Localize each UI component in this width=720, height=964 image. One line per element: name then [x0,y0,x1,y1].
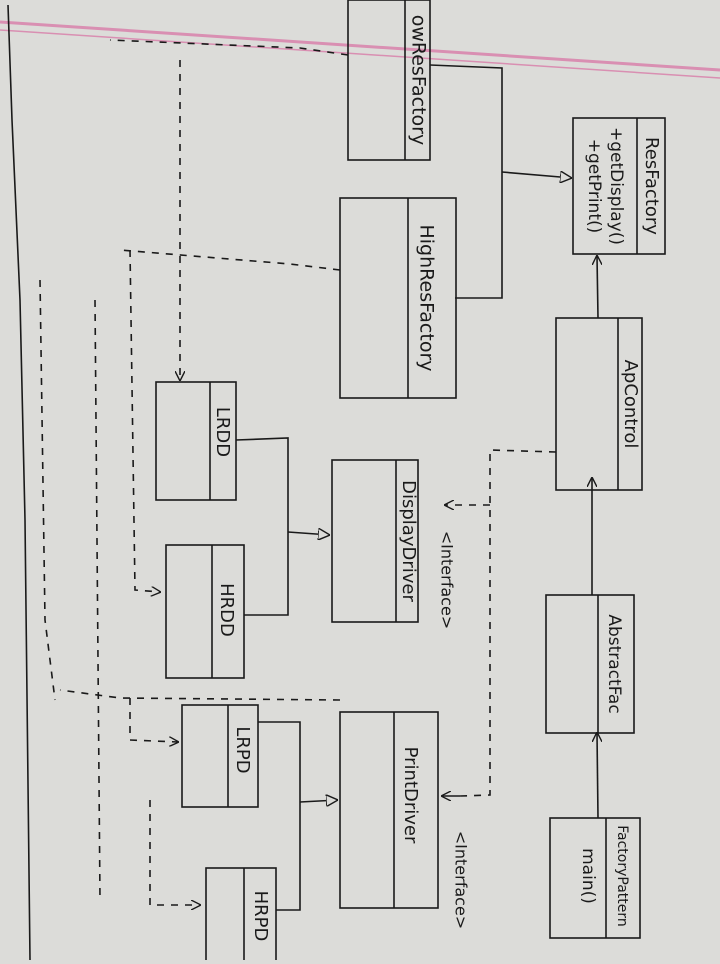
class-box [545,594,635,734]
left-border-line [7,4,31,961]
class-name-low-res-factory: owResFactory [408,15,430,146]
paper-margin-lines [0,20,720,79]
class-name-display-driver: DisplayDriver [398,480,419,602]
stereotype-print-driver: <Interface> [452,831,471,929]
class-name-apcontrol: ApControl [620,360,641,449]
class-box [555,317,643,491]
class-box [347,0,431,161]
class-hrdd: HRDD [165,544,245,679]
class-name-lrpd: LRPD [232,726,253,773]
class-name-factory-pattern: FactoryPattern [614,825,630,927]
class-name-hrpd: HRPD [250,891,271,942]
class-lrpd: LRPD [181,704,259,808]
class-low-res-factory: owResFactory [347,0,431,161]
class-box [155,381,237,501]
class-res-factory: ResFactory +getDisplay() +getPrint() [572,117,666,255]
class-apcontrol: ApControl [555,317,643,491]
class-box [331,459,419,623]
inheritance-factories-to-resfactory [429,64,572,299]
class-box [339,197,457,399]
class-name-res-factory: ResFactory [641,137,662,235]
inheritance-display-drivers [235,437,330,616]
class-display-driver: DisplayDriver <Interface> [331,459,457,629]
class-box [205,867,277,964]
stereotype-display-driver: <Interface> [438,531,457,629]
class-box [549,817,641,939]
class-name-lrdd: LRDD [212,407,233,457]
class-box [572,117,666,255]
class-abstract-fac: AbstractFac [545,594,635,734]
diagram-ink: owResFactory ResFactory +getDisplay() +g… [7,0,666,964]
class-box [181,704,259,808]
method-get-display: +getDisplay() [606,127,626,245]
class-lrdd: LRDD [155,381,237,501]
dependency-apcontrol-drivers [442,449,557,796]
class-name-hrdd: HRDD [216,583,237,637]
inheritance-print-drivers [258,721,338,911]
dependency-factory-creation [39,39,349,905]
class-high-res-factory: HighResFactory [339,197,457,399]
class-print-driver: PrintDriver <Interface> [339,711,471,929]
class-factory-pattern: FactoryPattern main() [549,817,641,939]
class-name-print-driver: PrintDriver [400,747,421,844]
assoc-factorypattern-abstractfac [597,733,598,819]
class-name-high-res-factory: HighResFactory [416,224,438,371]
assoc-apcontrol-resfactory [597,256,598,319]
method-get-print: +getPrint() [584,139,604,234]
class-hrpd: HRPD [205,867,277,964]
method-main: main() [578,848,598,904]
class-box [165,544,245,679]
class-name-abstract-fac: AbstractFac [604,614,624,713]
class-box [339,711,439,909]
